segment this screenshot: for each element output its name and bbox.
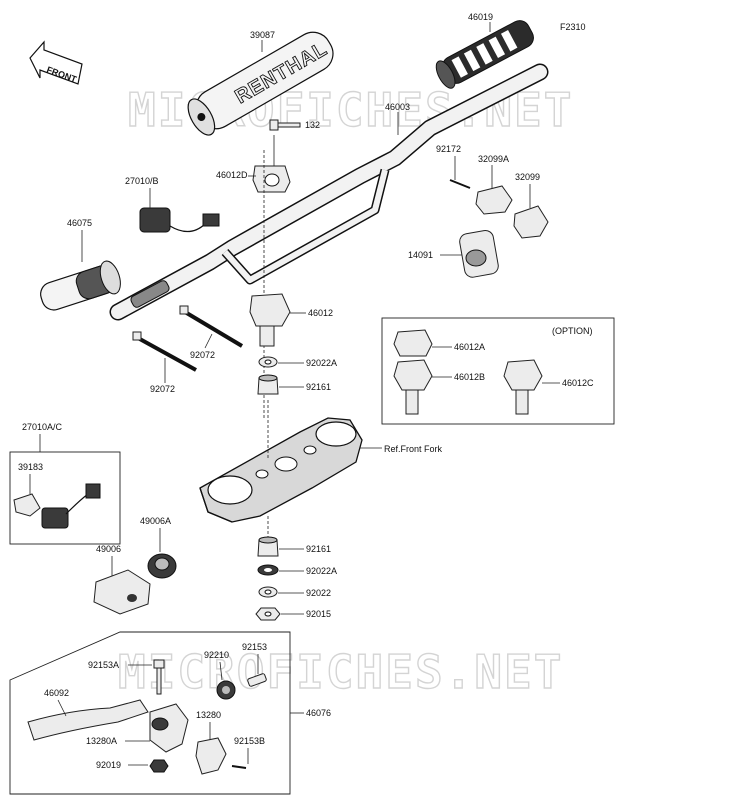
label-92022: 92022 (306, 588, 331, 598)
switch-27010b (139, 207, 220, 233)
label-46012: 46012 (308, 308, 333, 318)
throttle-housing (449, 179, 549, 278)
label-92072-a: 92072 (190, 350, 215, 360)
label-49006: 49006 (96, 544, 121, 554)
switch-27010ac (13, 483, 101, 529)
label-46075: 46075 (67, 218, 92, 228)
label-13280a: 13280A (86, 736, 117, 746)
bolt-92153a (153, 659, 165, 695)
handlebar (109, 63, 549, 321)
label-92022a-top: 92022A (306, 358, 337, 368)
label-39183: 39183 (18, 462, 43, 472)
switch-box (9, 451, 121, 545)
screw-92153 (247, 673, 267, 687)
bolt-132 (269, 119, 301, 131)
label-92161-bottom: 92161 (306, 544, 331, 554)
label-92153: 92153 (242, 642, 267, 652)
label-92172: 92172 (436, 144, 461, 154)
washer-top (258, 356, 278, 368)
watermark-bottom: MICROFICHES.NET (118, 645, 563, 699)
label-13280: 13280 (196, 710, 221, 720)
label-46003: 46003 (385, 102, 410, 112)
label-46012c: 46012C (562, 378, 594, 388)
label-92072-b: 92072 (150, 384, 175, 394)
triple-clamp (199, 417, 363, 523)
label-46092: 46092 (44, 688, 69, 698)
label-46012d: 46012D (216, 170, 248, 180)
clamp-upper (252, 165, 291, 193)
label-27010ac: 27010A/C (22, 422, 63, 432)
label-92210: 92210 (204, 650, 229, 660)
clamp-13280 (195, 737, 227, 775)
adjuster-92210 (216, 680, 236, 700)
label-39087: 39087 (250, 30, 275, 40)
diagram-code: F2310 (560, 22, 586, 32)
label-14091: 14091 (408, 250, 433, 260)
option-box (381, 317, 615, 425)
ref-front-fork: Ref.Front Fork (384, 444, 443, 454)
clamp-46012c (503, 359, 543, 415)
label-92015: 92015 (306, 609, 331, 619)
clamp-46012b (393, 359, 433, 415)
screw-92153b (231, 765, 247, 769)
part-49006 (93, 569, 151, 615)
label-46012a: 46012A (454, 342, 485, 352)
label-92153b: 92153B (234, 736, 265, 746)
right-grip (435, 20, 534, 89)
label-46019: 46019 (468, 12, 493, 22)
label-49006a: 49006A (140, 516, 171, 526)
label-92153a: 92153A (88, 660, 119, 670)
label-132: 132 (305, 120, 320, 130)
label-92022a-bottom: 92022A (306, 566, 337, 576)
label-92161-top: 92161 (306, 382, 331, 392)
bushing-bottom (257, 536, 279, 557)
washer-bottom (258, 586, 278, 598)
front-arrow-icon: FRONT (29, 40, 83, 85)
clutch-lever (27, 699, 149, 741)
label-46076: 46076 (306, 708, 331, 718)
option-label: (OPTION) (552, 326, 593, 336)
cable-ties (132, 305, 244, 372)
label-32099a: 32099A (478, 154, 509, 164)
bushing-top (257, 374, 279, 395)
nut-92015 (255, 607, 281, 621)
clamp-lower (249, 293, 291, 347)
label-32099: 32099 (515, 172, 540, 182)
nut-92019 (149, 759, 169, 773)
washer-bottom-a (257, 564, 279, 576)
label-46012b: 46012B (454, 372, 485, 382)
part-49006a (147, 553, 177, 579)
clamp-46012a (393, 329, 433, 357)
left-grip (40, 260, 121, 311)
lever-holder (149, 703, 189, 753)
label-92019: 92019 (96, 760, 121, 770)
label-27010b: 27010/B (125, 176, 159, 186)
